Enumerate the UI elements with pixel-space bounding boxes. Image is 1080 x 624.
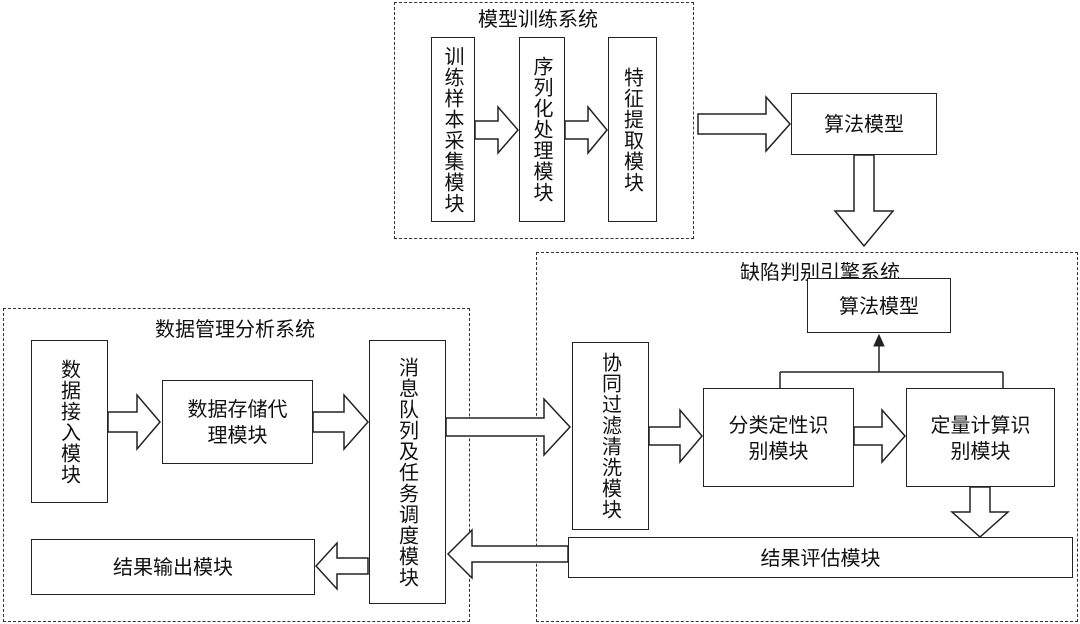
engine-algorithm-model: 算法模型 xyxy=(807,278,951,333)
engine-algorithm-model-label: 算法模型 xyxy=(839,293,919,318)
feature-extraction-module: 特征提取模块 xyxy=(608,37,657,222)
result-output-label: 结果输出模块 xyxy=(113,555,233,579)
data-access-label: 数据接入模块 xyxy=(57,358,82,485)
result-evaluation-label: 结果评估模块 xyxy=(760,545,881,570)
quantitative-recognition-label: 定量计算识别模块 xyxy=(930,412,1031,463)
result-output-module: 结果输出模块 xyxy=(31,539,315,595)
training-algorithm-model-label: 算法模型 xyxy=(824,112,904,136)
collaborative-filter-module: 协同过滤清洗模块 xyxy=(572,342,649,530)
message-queue-label: 消息队列及任务调度模块 xyxy=(395,356,420,588)
qualitative-recognition-module: 分类定性识别模块 xyxy=(703,388,854,487)
quantitative-recognition-module: 定量计算识别模块 xyxy=(906,388,1055,487)
arrow-algorithm-down-to-engine xyxy=(833,154,895,248)
serialization-module: 序列化处理模块 xyxy=(519,37,565,222)
storage-proxy-module: 数据存储代理模块 xyxy=(162,380,313,464)
sample-collection-label: 训练样本采集模块 xyxy=(441,45,465,214)
message-queue-module: 消息队列及任务调度模块 xyxy=(369,340,446,604)
training-algorithm-model: 算法模型 xyxy=(791,93,937,155)
feature-extraction-label: 特征提取模块 xyxy=(620,66,645,193)
sample-collection-module: 训练样本采集模块 xyxy=(431,37,475,222)
arrow-training-to-algorithm xyxy=(697,95,792,153)
qualitative-recognition-label: 分类定性识别模块 xyxy=(728,412,829,463)
model-training-system xyxy=(394,2,694,239)
result-evaluation-module: 结果评估模块 xyxy=(568,537,1073,578)
data-management-system xyxy=(3,308,470,622)
data-management-system-title: 数据管理分析系统 xyxy=(155,317,315,341)
model-training-system-title: 模型训练系统 xyxy=(478,7,598,31)
data-access-module: 数据接入模块 xyxy=(31,340,108,503)
collaborative-filter-label: 协同过滤清洗模块 xyxy=(598,352,623,520)
serialization-label: 序列化处理模块 xyxy=(530,56,554,203)
storage-proxy-label: 数据存储代理模块 xyxy=(187,397,288,447)
